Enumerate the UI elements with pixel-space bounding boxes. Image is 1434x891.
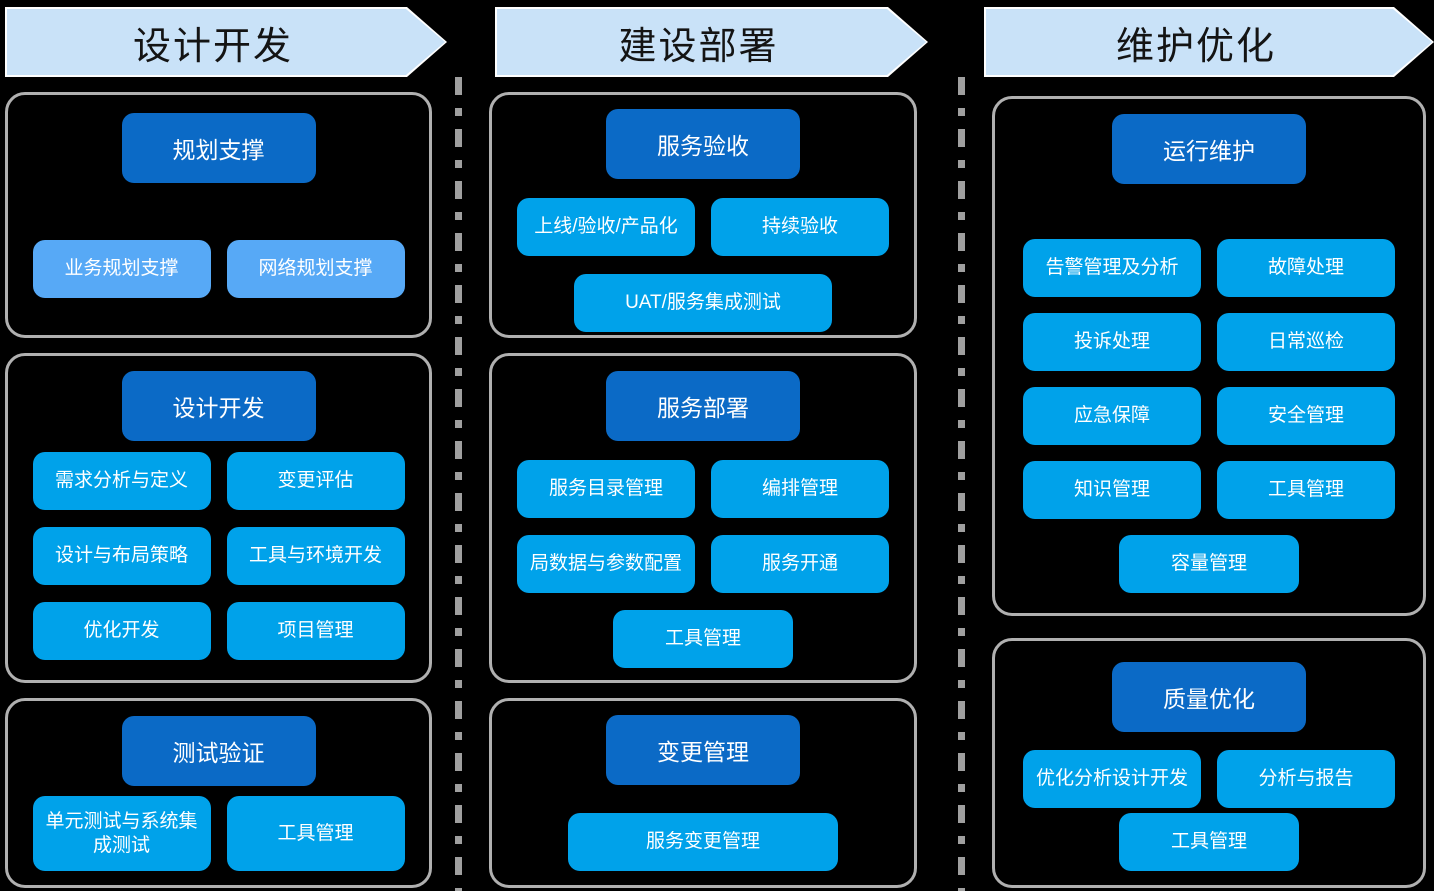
- arrow-shape: 建设部署: [497, 9, 926, 75]
- task-button: 优化分析设计开发: [1023, 750, 1201, 808]
- task-button: 工具与环境开发: [226, 527, 405, 585]
- task-button: 故障处理: [1217, 239, 1395, 297]
- phase-arrow-label: 维护优化: [1115, 25, 1276, 68]
- group-header-planning-support: 规划支撑: [121, 113, 316, 183]
- task-button: 单元测试与系统集成测试: [32, 796, 211, 871]
- group-header-service-deployment: 服务部署: [606, 371, 800, 441]
- task-row: 服务目录管理编排管理: [492, 460, 914, 518]
- group-quality-optimization: 质量优化优化分析设计开发分析与报告工具管理: [992, 638, 1426, 888]
- group-rows: 服务变更管理: [492, 813, 914, 871]
- task-button: 应急保障: [1023, 387, 1201, 445]
- task-button: 编排管理: [711, 460, 889, 518]
- group-header-service-acceptance: 服务验收: [606, 109, 800, 179]
- group-service-deployment: 服务部署服务目录管理编排管理局数据与参数配置服务开通工具管理: [489, 353, 917, 683]
- task-button: 业务规划支撑: [32, 240, 211, 298]
- task-row: 工具管理: [995, 813, 1423, 871]
- task-row: 优化开发项目管理: [8, 602, 429, 660]
- task-button: 服务开通: [711, 535, 889, 593]
- column-separator: [455, 77, 462, 891]
- task-button: 工具管理: [226, 796, 405, 871]
- task-button: 分析与报告: [1217, 750, 1395, 808]
- group-header-test-verification: 测试验证: [121, 716, 316, 786]
- task-row: 上线/验收/产品化持续验收: [492, 198, 914, 256]
- phase-arrow-design-development: 设计开发: [5, 7, 447, 77]
- group-planning-support: 规划支撑业务规划支撑网络规划支撑: [5, 92, 432, 338]
- group-test-verification: 测试验证单元测试与系统集成测试工具管理: [5, 698, 432, 888]
- arrow-shape: 设计开发: [7, 9, 445, 75]
- group-rows: 服务目录管理编排管理局数据与参数配置服务开通工具管理: [492, 460, 914, 668]
- task-row: 知识管理工具管理: [995, 461, 1423, 519]
- phase-arrow-construction-deployment: 建设部署: [495, 7, 928, 77]
- column-separator: [958, 77, 965, 891]
- task-row: UAT/服务集成测试: [492, 274, 914, 332]
- task-button: 项目管理: [226, 602, 405, 660]
- task-button: 网络规划支撑: [226, 240, 405, 298]
- task-button: 工具管理: [1119, 813, 1299, 871]
- task-row: 服务变更管理: [492, 813, 914, 871]
- group-header-change-management: 变更管理: [606, 715, 800, 785]
- group-design-development: 设计开发需求分析与定义变更评估设计与布局策略工具与环境开发优化开发项目管理: [5, 353, 432, 683]
- task-row: 设计与布局策略工具与环境开发: [8, 527, 429, 585]
- task-button: 局数据与参数配置: [517, 535, 695, 593]
- group-rows: 单元测试与系统集成测试工具管理: [8, 796, 429, 871]
- task-row: 优化分析设计开发分析与报告: [995, 750, 1423, 808]
- group-operation-maintenance: 运行维护告警管理及分析故障处理投诉处理日常巡检应急保障安全管理知识管理工具管理容…: [992, 96, 1426, 616]
- task-row: 单元测试与系统集成测试工具管理: [8, 796, 429, 871]
- task-button: 投诉处理: [1023, 313, 1201, 371]
- task-button: 变更评估: [226, 452, 405, 510]
- task-row: 告警管理及分析故障处理: [995, 239, 1423, 297]
- task-button: 需求分析与定义: [32, 452, 211, 510]
- group-rows: 优化分析设计开发分析与报告工具管理: [995, 750, 1423, 871]
- task-button: 工具管理: [1217, 461, 1395, 519]
- group-header-quality-optimization: 质量优化: [1112, 662, 1306, 732]
- phase-arrow-label: 设计开发: [132, 25, 293, 68]
- phase-arrow-maintenance-optimization: 维护优化: [984, 7, 1434, 77]
- task-button: 工具管理: [613, 610, 793, 668]
- phase-arrow-label: 建设部署: [618, 25, 779, 68]
- task-button: 容量管理: [1119, 535, 1299, 593]
- group-header-operation-maintenance: 运行维护: [1112, 114, 1306, 184]
- task-button: 服务变更管理: [568, 813, 838, 871]
- group-change-management: 变更管理服务变更管理: [489, 698, 917, 888]
- task-button: UAT/服务集成测试: [574, 274, 832, 332]
- task-row: 业务规划支撑网络规划支撑: [8, 240, 429, 298]
- task-button: 日常巡检: [1217, 313, 1395, 371]
- arrow-shape: 维护优化: [986, 9, 1432, 75]
- group-rows: 业务规划支撑网络规划支撑: [8, 240, 429, 298]
- task-button: 优化开发: [32, 602, 211, 660]
- task-row: 局数据与参数配置服务开通: [492, 535, 914, 593]
- task-row: 投诉处理日常巡检: [995, 313, 1423, 371]
- group-service-acceptance: 服务验收上线/验收/产品化持续验收 UAT/服务集成测试: [489, 92, 917, 338]
- task-button: 服务目录管理: [517, 460, 695, 518]
- group-rows: 告警管理及分析故障处理投诉处理日常巡检应急保障安全管理知识管理工具管理容量管理: [995, 239, 1423, 593]
- task-button: 告警管理及分析: [1023, 239, 1201, 297]
- task-row: 工具管理: [492, 610, 914, 668]
- group-rows: 上线/验收/产品化持续验收 UAT/服务集成测试: [492, 198, 914, 332]
- task-button: 设计与布局策略: [32, 527, 211, 585]
- task-row: 容量管理: [995, 535, 1423, 593]
- task-row: 应急保障安全管理: [995, 387, 1423, 445]
- task-button: 持续验收: [711, 198, 889, 256]
- task-button: 上线/验收/产品化: [517, 198, 695, 256]
- task-button: 知识管理: [1023, 461, 1201, 519]
- group-header-design-development: 设计开发: [121, 371, 316, 441]
- task-button: 安全管理: [1217, 387, 1395, 445]
- task-row: 需求分析与定义变更评估: [8, 452, 429, 510]
- group-rows: 需求分析与定义变更评估设计与布局策略工具与环境开发优化开发项目管理: [8, 452, 429, 660]
